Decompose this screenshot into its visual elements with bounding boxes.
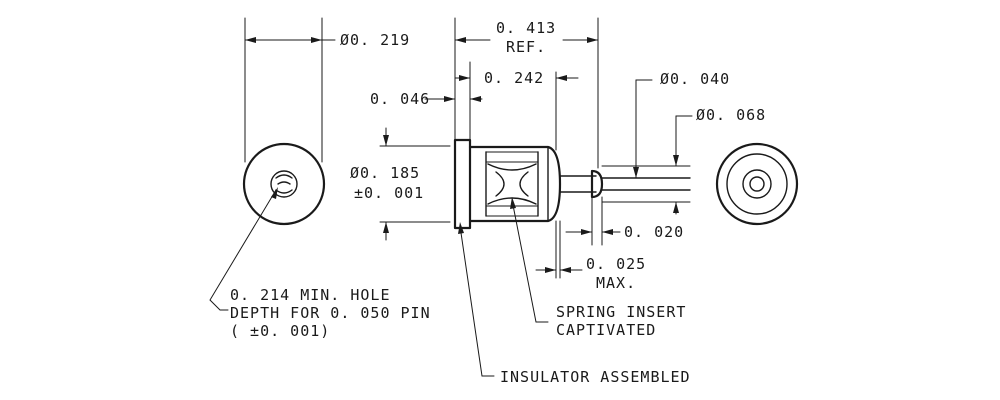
note-hole-line1: 0. 214 MIN. HOLE — [230, 286, 391, 304]
dim-outer-dia: Ø0. 219 — [340, 31, 410, 49]
note-hole-line3: ( ±0. 001) — [230, 322, 330, 340]
dim-collar-length: 0. 020 — [624, 223, 684, 241]
note-insulator: INSULATOR ASSEMBLED — [500, 368, 691, 386]
left-end-view — [209, 17, 336, 311]
side-view — [379, 17, 693, 377]
dim-body-dia: Ø0. 185 — [350, 164, 420, 182]
dim-flange-thickness: 0. 046 — [370, 90, 430, 108]
note-spring-line2: CAPTIVATED — [556, 321, 656, 339]
dim-body-dia-tol: ±0. 001 — [354, 184, 424, 202]
right-end-view — [715, 142, 799, 226]
dim-tip-length-max: MAX. — [596, 274, 636, 292]
dim-pin-dia: Ø0. 040 — [660, 70, 730, 88]
dim-tip-length: 0. 025 — [586, 255, 646, 273]
dim-overall-length-ref: REF. — [506, 38, 546, 56]
note-spring-line1: SPRING INSERT — [556, 303, 686, 321]
dim-overall-length: 0. 413 — [496, 19, 556, 37]
dim-collar-dia: Ø0. 068 — [696, 106, 766, 124]
dim-body-length: 0. 242 — [484, 69, 544, 87]
note-hole-line2: DEPTH FOR 0. 050 PIN — [230, 304, 431, 322]
